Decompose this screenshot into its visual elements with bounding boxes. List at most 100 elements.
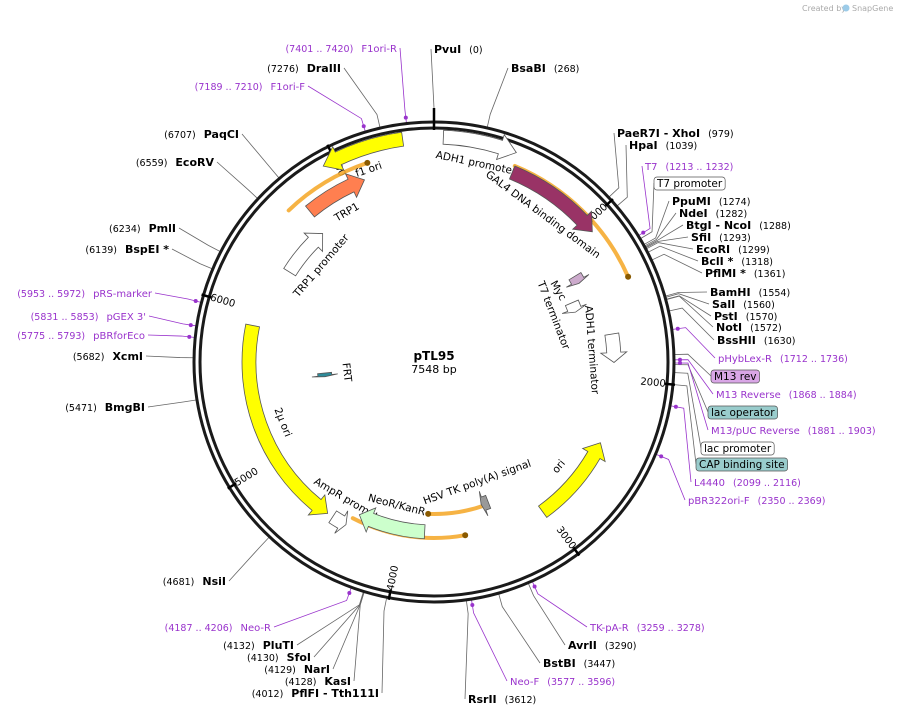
primer-label-t7[interactable]: T7(1213 .. 1232): [644, 162, 733, 173]
leader-line: [645, 224, 684, 248]
site-label-sfii[interactable]: SfiI(1293): [691, 231, 751, 244]
feature-ampr-promoter: [328, 510, 349, 534]
leader-line: [644, 212, 677, 247]
site-label-xcmi[interactable]: XcmI(5682): [73, 350, 143, 363]
primer-label-m13-reverse[interactable]: M13 Reverse(1868 .. 1884): [716, 390, 857, 401]
site-label-psti[interactable]: PstI(1570): [714, 310, 777, 323]
primer-label-f1ori-f[interactable]: F1ori-F(7189 .. 7210): [195, 82, 306, 93]
label-name: CAP binding site: [699, 459, 785, 471]
label-position: (1712 .. 1736): [780, 354, 848, 365]
site-label-paqci[interactable]: PaqCI(6707): [164, 128, 239, 141]
label-position: (3577 .. 3596): [547, 677, 615, 688]
label-position: (4132): [223, 641, 255, 652]
label-position: (7276): [267, 64, 299, 75]
site-label-sfoi[interactable]: SfoI(4130): [247, 651, 311, 664]
leader-line: [672, 327, 716, 359]
site-label-pflmi[interactable]: PflMI *(1361): [705, 267, 785, 280]
plasmid-size: 7548 bp: [411, 363, 456, 376]
label-name: M13 Reverse: [716, 390, 781, 401]
primer-label-pbrforeco[interactable]: pBRforEco(5775 .. 5793): [17, 331, 145, 342]
site-label-pluti[interactable]: PluTI(4132): [223, 639, 294, 652]
primer-label-f1ori-r[interactable]: F1ori-R(7401 .. 7420): [285, 44, 397, 55]
site-label-pflfi-tth111i[interactable]: PflFI - Tth111I(4012): [252, 687, 379, 700]
site-label-bsshii[interactable]: BssHII(1630): [717, 334, 795, 347]
site-label-noti[interactable]: NotI(1572): [716, 321, 782, 334]
feature-label-cap-binding-site[interactable]: CAP binding site: [695, 457, 788, 472]
leader-line: [307, 85, 366, 132]
site-label-rsrii[interactable]: RsrII(3612): [468, 693, 536, 706]
label-name: AvrII: [568, 639, 597, 652]
site-label-btgi-ncoi[interactable]: BtgI - NcoI(1288): [686, 219, 791, 232]
orf-arc-end: [425, 510, 432, 517]
feature-label: f1 ori: [354, 160, 384, 180]
leader-line: [674, 364, 709, 413]
primer-label-phyblex-r[interactable]: pHybLex-R(1712 .. 1736): [718, 354, 848, 365]
leader-line: [464, 600, 469, 700]
tick-label: 2000: [640, 376, 666, 389]
site-label-bsabi[interactable]: BsaBI(268): [511, 62, 579, 75]
primer-label-neo-f[interactable]: Neo-F(3577 .. 3596): [510, 677, 615, 688]
primer-label-pgex-3[interactable]: pGEX 3'(5831 .. 5853): [31, 312, 146, 323]
label-position: (268): [554, 64, 580, 75]
site-label-bspei[interactable]: BspEI *(6139): [85, 243, 169, 256]
site-label-bstbi[interactable]: BstBI(3447): [543, 657, 615, 670]
label-name: DraIII: [307, 62, 341, 75]
label-name: BmgBI: [105, 401, 145, 414]
orf-arc-end: [625, 273, 632, 280]
site-label-bamhi[interactable]: BamHI(1554): [710, 286, 790, 299]
site-label-sali[interactable]: SalI(1560): [712, 298, 775, 311]
site-label-pvui[interactable]: PvuI (0): [434, 43, 483, 56]
primer-label-pbr322ori-f[interactable]: pBR322ori-F(2350 .. 2369): [688, 496, 825, 507]
feature-t7-terminator: [561, 299, 587, 314]
site-label-ecori[interactable]: EcoRI(1299): [696, 243, 770, 256]
feature-label-m13-rev[interactable]: M13 rev: [710, 369, 760, 384]
label-position: (4681): [163, 577, 195, 588]
site-label-bmgbi[interactable]: BmgBI(5471): [65, 401, 145, 414]
primer-label-l4440[interactable]: L4440(2099 .. 2116): [694, 478, 801, 489]
site-label-paer7i-xhoi[interactable]: PaeR7I - XhoI(979): [617, 127, 734, 140]
site-label-pmli[interactable]: PmlI(6234): [109, 222, 176, 235]
site-label-kasi[interactable]: KasI(4128): [285, 675, 351, 688]
leader-line: [656, 454, 686, 501]
feature-label-t7-promoter[interactable]: T7 promoter: [653, 176, 726, 191]
feature-2-ori: [241, 323, 329, 516]
leader-line: [617, 144, 628, 206]
site-label-nsii[interactable]: NsiI(4681): [163, 575, 226, 588]
site-label-hpai[interactable]: HpaI(1039): [629, 139, 697, 152]
label-position: (0): [469, 45, 482, 56]
tick-mark: [227, 482, 237, 490]
tick-label: 4000: [386, 565, 402, 592]
feature-tag-box: [710, 369, 760, 384]
primer-label-prs-marker[interactable]: pRS-marker(5953 .. 5972): [17, 289, 153, 300]
site-label-bcli[interactable]: BclI *(1318): [701, 255, 773, 268]
label-name: pBRforEco: [93, 331, 145, 342]
label-position: (1288): [759, 221, 791, 232]
label-name: PvuI: [434, 43, 461, 56]
feature-label: FRT: [340, 362, 354, 383]
leader-line: [148, 315, 196, 327]
feature-label-lac-promoter[interactable]: lac promoter: [700, 441, 775, 456]
site-label-nari[interactable]: NarI(4129): [264, 663, 330, 676]
site-label-ecorv[interactable]: EcoRV(6559): [136, 156, 215, 169]
primer-mark: [361, 124, 366, 129]
label-name: M13 rev: [714, 371, 757, 383]
feature-label-lac-operator[interactable]: lac operator: [707, 405, 778, 420]
site-label-ndei[interactable]: NdeI(1282): [679, 207, 747, 220]
orf-arc: [426, 503, 488, 516]
leader-line: [666, 295, 712, 317]
label-name: Neo-R: [241, 623, 272, 634]
primer-label-neo-r[interactable]: Neo-R (4187 .. 4206): [165, 623, 271, 634]
label-name: L4440: [694, 478, 725, 489]
label-name: pGEX 3': [106, 312, 146, 323]
site-label-draiii[interactable]: DraIII (7276): [267, 62, 341, 75]
primer-label-m13-puc-reverse[interactable]: M13/pUC Reverse(1881 .. 1903): [711, 426, 876, 437]
leader-line: [399, 47, 407, 123]
site-label-avrii[interactable]: AvrII(3290): [568, 639, 637, 652]
site-label-ppumi[interactable]: PpuMI(1274): [672, 195, 750, 208]
label-position: (4187 .. 4206): [165, 623, 233, 634]
label-name: EcoRI: [696, 243, 730, 256]
primer-label-tk-pa-r[interactable]: TK-pA-R(3259 .. 3278): [589, 623, 705, 634]
label-position: (4012): [252, 689, 284, 700]
label-position: (5682): [73, 352, 105, 363]
primer-mark: [641, 230, 646, 235]
